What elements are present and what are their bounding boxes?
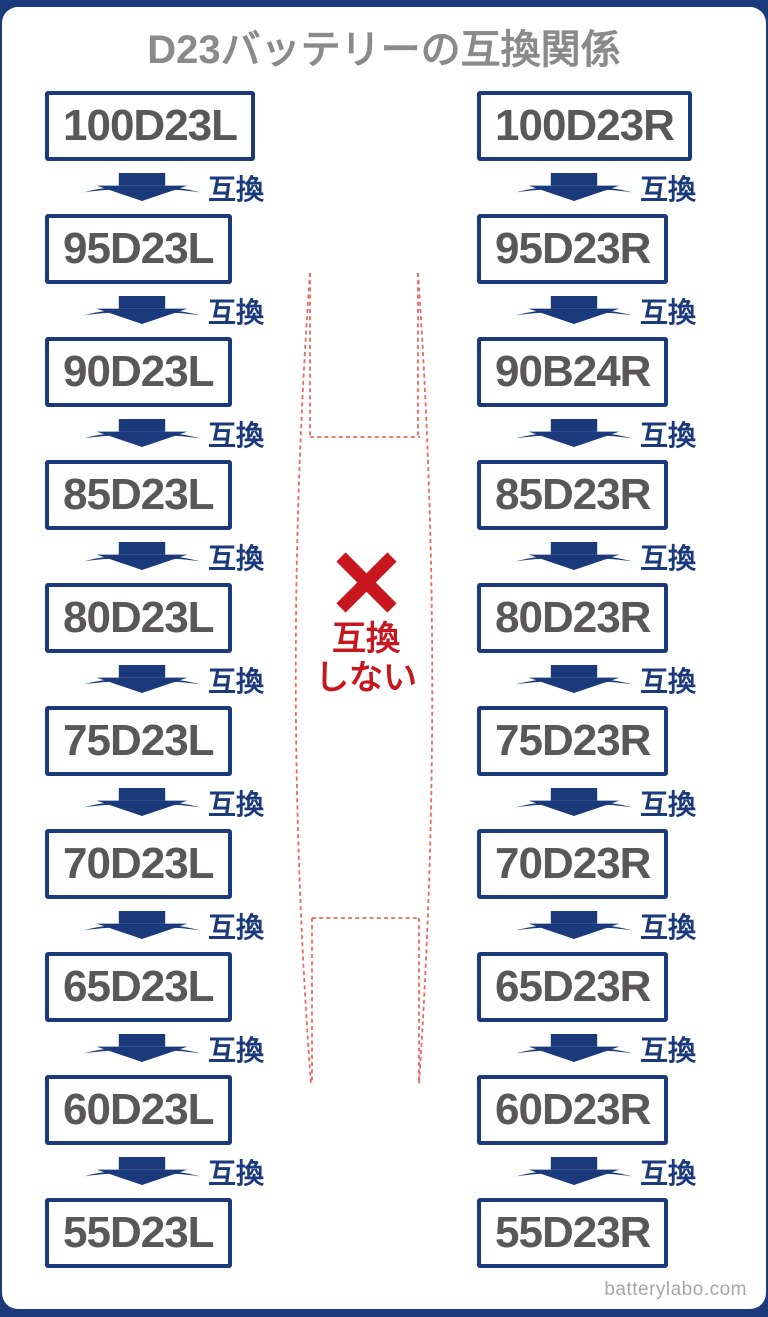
compat-arrow-row-right-5: 互換 bbox=[477, 776, 696, 829]
battery-model-box-left-3: 85D23L bbox=[45, 460, 232, 530]
compat-arrow-row-right-2: 互換 bbox=[477, 407, 696, 460]
compat-arrow-row-right-6: 互換 bbox=[477, 899, 696, 952]
compat-label: 互換 bbox=[640, 542, 697, 574]
compat-label: 互換 bbox=[208, 1157, 265, 1189]
compat-arrow-row-left-8: 互換 bbox=[45, 1145, 264, 1198]
compat-down-arrow-icon bbox=[516, 296, 632, 325]
compat-down-arrow-icon bbox=[516, 665, 632, 694]
site-credit: batterylabo.com bbox=[604, 1279, 747, 1300]
battery-model-box-right-2: 90B24R bbox=[477, 337, 669, 407]
compat-arrow-row-left-5: 互換 bbox=[45, 776, 264, 829]
battery-model-box-left-7: 65D23L bbox=[45, 952, 232, 1022]
compat-down-arrow-icon bbox=[84, 665, 200, 694]
battery-model-box-right-1: 95D23R bbox=[477, 214, 669, 284]
compat-down-arrow-icon bbox=[84, 419, 200, 448]
compat-down-arrow-icon bbox=[516, 788, 632, 817]
compat-arrow-row-right-4: 互換 bbox=[477, 653, 696, 706]
compat-label: 互換 bbox=[208, 296, 265, 328]
battery-model-box-left-2: 90D23L bbox=[45, 337, 232, 407]
compat-down-arrow-icon bbox=[84, 1034, 200, 1063]
battery-model-box-left-6: 70D23L bbox=[45, 829, 232, 899]
compat-down-arrow-icon bbox=[84, 1157, 200, 1186]
right-battery-column: 100D23R 互換 95D23R 互換 90B24R 互換 85D23R 互換 80D23R 互… bbox=[477, 91, 696, 1268]
compat-down-arrow-icon bbox=[516, 542, 632, 571]
left-battery-column: 100D23L 互換 95D23L 互換 90D23L 互換 85D23L 互換 80D23L 互… bbox=[45, 91, 264, 1268]
compat-down-arrow-icon bbox=[84, 296, 200, 325]
battery-model-box-right-4: 80D23R bbox=[477, 583, 669, 653]
compat-label: 互換 bbox=[640, 419, 697, 451]
compat-down-arrow-icon bbox=[516, 1034, 632, 1063]
compat-arrow-row-right-3: 互換 bbox=[477, 530, 696, 583]
compat-arrow-row-right-0: 互換 bbox=[477, 161, 696, 214]
compat-label: 互換 bbox=[640, 665, 697, 697]
compat-label: 互換 bbox=[208, 788, 265, 820]
compat-arrow-row-right-7: 互換 bbox=[477, 1022, 696, 1075]
battery-model-box-left-8: 60D23L bbox=[45, 1075, 232, 1145]
compat-arrow-row-right-8: 互換 bbox=[477, 1145, 696, 1198]
battery-model-box-right-5: 75D23R bbox=[477, 706, 669, 776]
battery-model-box-left-5: 75D23L bbox=[45, 706, 232, 776]
compat-down-arrow-icon bbox=[516, 173, 632, 202]
compat-label: 互換 bbox=[208, 173, 265, 205]
compat-label: 互換 bbox=[640, 1157, 697, 1189]
compat-label: 互換 bbox=[640, 788, 697, 820]
compat-down-arrow-icon bbox=[516, 1157, 632, 1186]
compat-arrow-row-left-4: 互換 bbox=[45, 653, 264, 706]
compat-label: 互換 bbox=[640, 1034, 697, 1066]
compat-arrow-row-left-1: 互換 bbox=[45, 284, 264, 337]
compat-arrow-row-left-3: 互換 bbox=[45, 530, 264, 583]
compat-label: 互換 bbox=[208, 419, 265, 451]
compat-down-arrow-icon bbox=[84, 911, 200, 940]
page-title: D23バッテリーの互換関係 bbox=[147, 28, 621, 72]
compat-arrow-row-left-6: 互換 bbox=[45, 899, 264, 952]
compat-arrow-row-left-0: 互換 bbox=[45, 161, 264, 214]
no-compat-label: 互換 しない bbox=[286, 620, 446, 698]
compat-label: 互換 bbox=[208, 1034, 265, 1066]
no-compat-label-line2: しない bbox=[315, 659, 417, 697]
compat-label: 互換 bbox=[208, 911, 265, 943]
battery-model-box-left-0: 100D23L bbox=[45, 91, 256, 161]
battery-model-box-right-6: 70D23R bbox=[477, 829, 669, 899]
compat-arrow-row-left-2: 互換 bbox=[45, 407, 264, 460]
battery-model-box-left-1: 95D23L bbox=[45, 214, 232, 284]
battery-model-box-right-3: 85D23R bbox=[477, 460, 669, 530]
battery-model-box-right-9: 55D23R bbox=[477, 1198, 669, 1268]
compat-arrow-row-left-7: 互換 bbox=[45, 1022, 264, 1075]
compat-label: 互換 bbox=[640, 296, 697, 328]
battery-model-box-right-8: 60D23R bbox=[477, 1075, 669, 1145]
compat-down-arrow-icon bbox=[84, 173, 200, 202]
compat-label: 互換 bbox=[208, 665, 265, 697]
compat-label: 互換 bbox=[640, 911, 697, 943]
battery-model-box-left-4: 80D23L bbox=[45, 583, 232, 653]
battery-model-box-right-7: 65D23R bbox=[477, 952, 669, 1022]
compat-down-arrow-icon bbox=[84, 542, 200, 571]
battery-model-box-left-9: 55D23L bbox=[45, 1198, 232, 1268]
compat-label: 互換 bbox=[208, 542, 265, 574]
no-compat-label-line1: 互換 bbox=[332, 620, 400, 658]
compat-down-arrow-icon bbox=[84, 788, 200, 817]
compat-label: 互換 bbox=[640, 173, 697, 205]
compat-down-arrow-icon bbox=[516, 911, 632, 940]
compat-arrow-row-right-1: 互換 bbox=[477, 284, 696, 337]
battery-model-box-right-0: 100D23R bbox=[477, 91, 692, 161]
compat-down-arrow-icon bbox=[516, 419, 632, 448]
